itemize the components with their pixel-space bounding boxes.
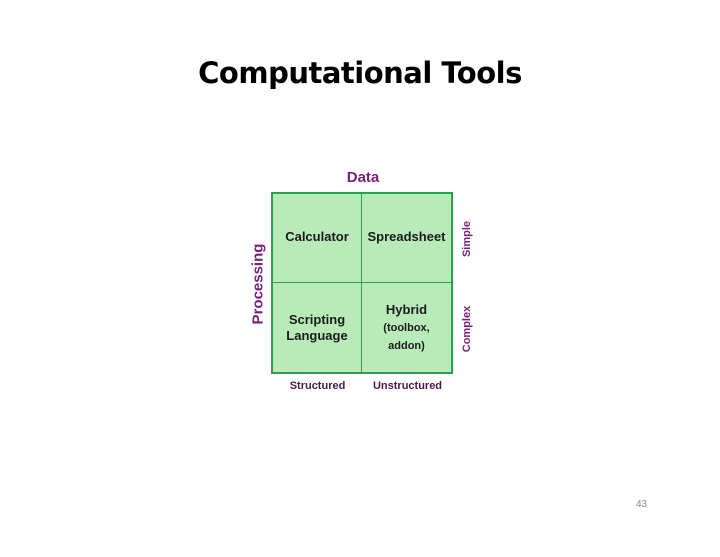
row-label-complex: Complex [461,305,473,353]
cell-calculator: Calculator [273,194,362,283]
column-label-unstructured: Unstructured [372,380,443,392]
cell-hybrid-line1: Hybrid [385,301,428,317]
cell-hybrid-line2: (toolbox, [383,321,430,334]
cell-spreadsheet: Spreadsheet [362,194,451,283]
row-label-simple: Simple [461,220,473,258]
cell-calculator-text: Calculator [285,229,349,244]
cell-scripting-language: Scripting Language [273,283,362,372]
slide-title: Computational Tools [198,56,522,90]
data-axis-label: Data [346,169,380,186]
cell-scripting-line2: Language [286,327,348,343]
cell-hybrid-line3: addon) [388,339,425,352]
tool-matrix: Calculator Spreadsheet Scripting Languag… [271,192,453,374]
cell-scripting-line1: Scripting [288,311,346,327]
page-number: 43 [636,499,648,510]
cell-hybrid: Hybrid (toolbox, addon) [362,283,451,372]
processing-axis-label: Processing [249,243,267,325]
column-label-structured: Structured [289,380,346,392]
cell-spreadsheet-text: Spreadsheet [367,229,446,244]
